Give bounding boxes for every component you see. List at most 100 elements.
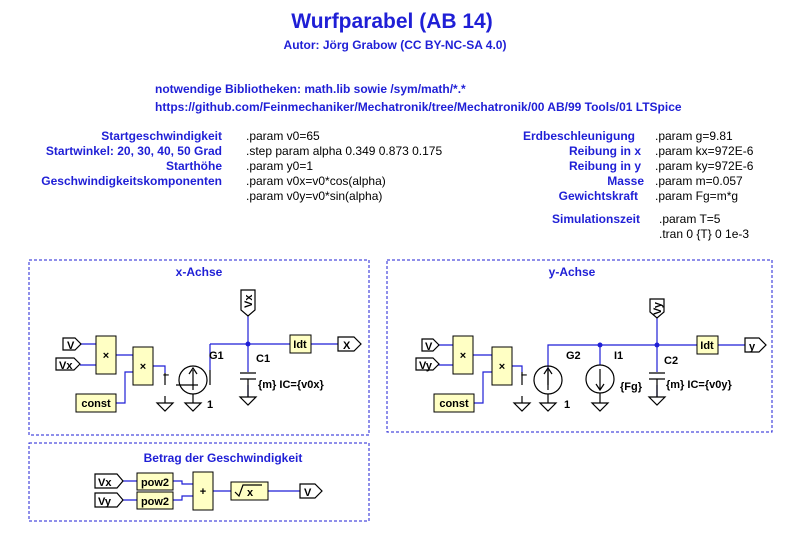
y-multiplier-1[interactable]: × <box>452 335 474 375</box>
x-input-v[interactable]: V <box>62 337 82 352</box>
x-axis-section: x-Achse V Vx × × const <box>28 259 370 436</box>
author-line: Autor: Jörg Grabow (CC BY-NC-SA 4.0) <box>284 38 507 52</box>
magnitude-wires <box>123 480 300 501</box>
param-label: Masse <box>607 174 644 188</box>
tran-command: .tran 0 {T} 0 1e-3 <box>659 227 749 241</box>
magnitude-frame <box>28 442 370 522</box>
param-label: Erdbeschleunigung <box>523 129 635 143</box>
y-capacitor-c2[interactable]: C2 {m} IC={v0y} <box>647 355 732 406</box>
x-capacitor-c1[interactable]: C1 {m} IC={v0x} <box>238 353 324 406</box>
svg-text:C2: C2 <box>664 355 678 367</box>
svg-text:Vx: Vx <box>98 477 112 489</box>
repository-link[interactable]: https://github.com/Feinmechaniker/Mechat… <box>155 100 682 114</box>
svg-text:V: V <box>425 341 433 353</box>
y-current-source-i1[interactable]: I1 {Fg} <box>585 350 643 412</box>
mag-pow2-1[interactable]: pow2 <box>136 472 174 491</box>
svg-text:×: × <box>103 350 109 362</box>
svg-text:const: const <box>81 398 111 410</box>
svg-text:+: + <box>200 486 206 498</box>
svg-text:pow2: pow2 <box>141 477 169 489</box>
y-input-v[interactable]: V <box>421 338 440 353</box>
svg-text:C1: C1 <box>256 353 270 365</box>
param-command: .param v0y=v0*sin(alpha) <box>246 189 382 203</box>
svg-text:I1: I1 <box>614 350 623 362</box>
param-label: Starthöhe <box>166 159 222 173</box>
svg-text:V: V <box>67 340 75 352</box>
svg-text:Vy: Vy <box>98 496 112 508</box>
param-command: .param y0=1 <box>246 159 313 173</box>
svg-text:Idt: Idt <box>293 339 307 351</box>
y-output-y[interactable]: y <box>744 337 767 353</box>
svg-text:Idt: Idt <box>700 340 714 352</box>
svg-text:–: – <box>163 369 169 381</box>
param-command: .param kx=972E-6 <box>655 144 754 158</box>
x-multiplier-1[interactable]: × <box>95 335 117 375</box>
simulation-param: .param T=5 <box>659 212 721 226</box>
x-wires <box>80 315 338 404</box>
y-input-vy[interactable]: Vy <box>415 357 440 372</box>
svg-text:G1: G1 <box>209 350 224 362</box>
svg-text:1: 1 <box>207 399 213 411</box>
svg-text:pow2: pow2 <box>141 496 169 508</box>
svg-text:const: const <box>439 398 469 410</box>
param-label: Startwinkel: 20, 30, 40, 50 Grad <box>46 144 222 158</box>
x-const-block[interactable]: const <box>75 393 117 413</box>
sqrt-icon <box>234 484 262 498</box>
magnitude-title: Betrag der Geschwindigkeit <box>144 451 303 465</box>
svg-text:G2: G2 <box>566 350 581 362</box>
mag-output-v[interactable]: V <box>299 483 323 499</box>
svg-text:{m} IC={v0y}: {m} IC={v0y} <box>666 379 732 391</box>
x-multiplier-2[interactable]: × <box>132 346 154 386</box>
mag-sqrt[interactable]: x <box>230 481 269 501</box>
params-right: Erdbeschleunigung .param g=9.81 Reibung … <box>523 129 754 241</box>
x-axis-frame <box>28 259 370 436</box>
svg-text:–: – <box>521 369 527 381</box>
svg-text:Vx: Vx <box>243 294 255 308</box>
param-label: Gewichtskraft <box>559 189 638 203</box>
y-const-block[interactable]: const <box>433 393 475 413</box>
y-controlled-source-g2[interactable]: G2 – 1 <box>512 350 581 412</box>
svg-text:×: × <box>140 361 146 373</box>
x-probe-vx[interactable]: Vx <box>240 289 256 317</box>
y-probe-vy[interactable]: Vy <box>649 298 665 319</box>
y-axis-title: y-Achse <box>549 265 596 279</box>
param-command: .param v0=65 <box>246 129 320 143</box>
x-node-dot <box>245 341 251 347</box>
params-left: Startgeschwindigkeit .param v0=65 Startw… <box>41 129 442 203</box>
mag-input-vy[interactable]: Vy <box>94 492 124 508</box>
libraries-note: notwendige Bibliotheken: math.lib sowie … <box>155 82 466 96</box>
x-integrator[interactable]: Idt <box>289 334 312 354</box>
magnitude-section: Betrag der Geschwindigkeit Vx Vy pow2 po… <box>28 442 370 522</box>
param-label: Startgeschwindigkeit <box>101 129 222 143</box>
svg-text:{Fg}: {Fg} <box>620 381 643 393</box>
svg-text:Vx: Vx <box>59 360 73 372</box>
svg-text:x: x <box>247 487 254 499</box>
mag-adder[interactable]: + <box>192 471 214 511</box>
y-axis-frame <box>386 259 773 433</box>
page-title: Wurfparabel (AB 14) <box>291 10 492 33</box>
svg-text:y: y <box>749 341 756 353</box>
y-node-dot-2 <box>654 342 660 348</box>
y-integrator[interactable]: Idt <box>696 335 719 355</box>
svg-text:{m} IC={v0x}: {m} IC={v0x} <box>258 379 324 391</box>
simulation-label: Simulationszeit <box>552 212 640 226</box>
x-output-x[interactable]: X <box>337 336 362 352</box>
x-controlled-source-g1[interactable]: G1 – 1 <box>155 350 224 412</box>
y-axis-section: y-Achse V Vy × × const G2 – <box>386 259 773 433</box>
y-multiplier-2[interactable]: × <box>491 346 513 386</box>
param-label: Reibung in y <box>569 159 641 173</box>
y-node-dot-1 <box>597 342 603 348</box>
mag-pow2-2[interactable]: pow2 <box>136 491 174 510</box>
param-command: .param v0x=v0*cos(alpha) <box>246 174 386 188</box>
svg-text:V: V <box>304 487 312 499</box>
param-command: .param g=9.81 <box>655 129 733 143</box>
param-label: Geschwindigkeitskomponenten <box>41 174 222 188</box>
x-input-vx[interactable]: Vx <box>55 357 81 372</box>
svg-text:X: X <box>343 340 351 352</box>
svg-text:Vy: Vy <box>419 360 433 372</box>
svg-text:×: × <box>460 350 466 362</box>
svg-text:1: 1 <box>564 399 570 411</box>
param-command: .param Fg=m*g <box>655 189 738 203</box>
x-axis-title: x-Achse <box>176 265 223 279</box>
mag-input-vx[interactable]: Vx <box>94 473 124 489</box>
